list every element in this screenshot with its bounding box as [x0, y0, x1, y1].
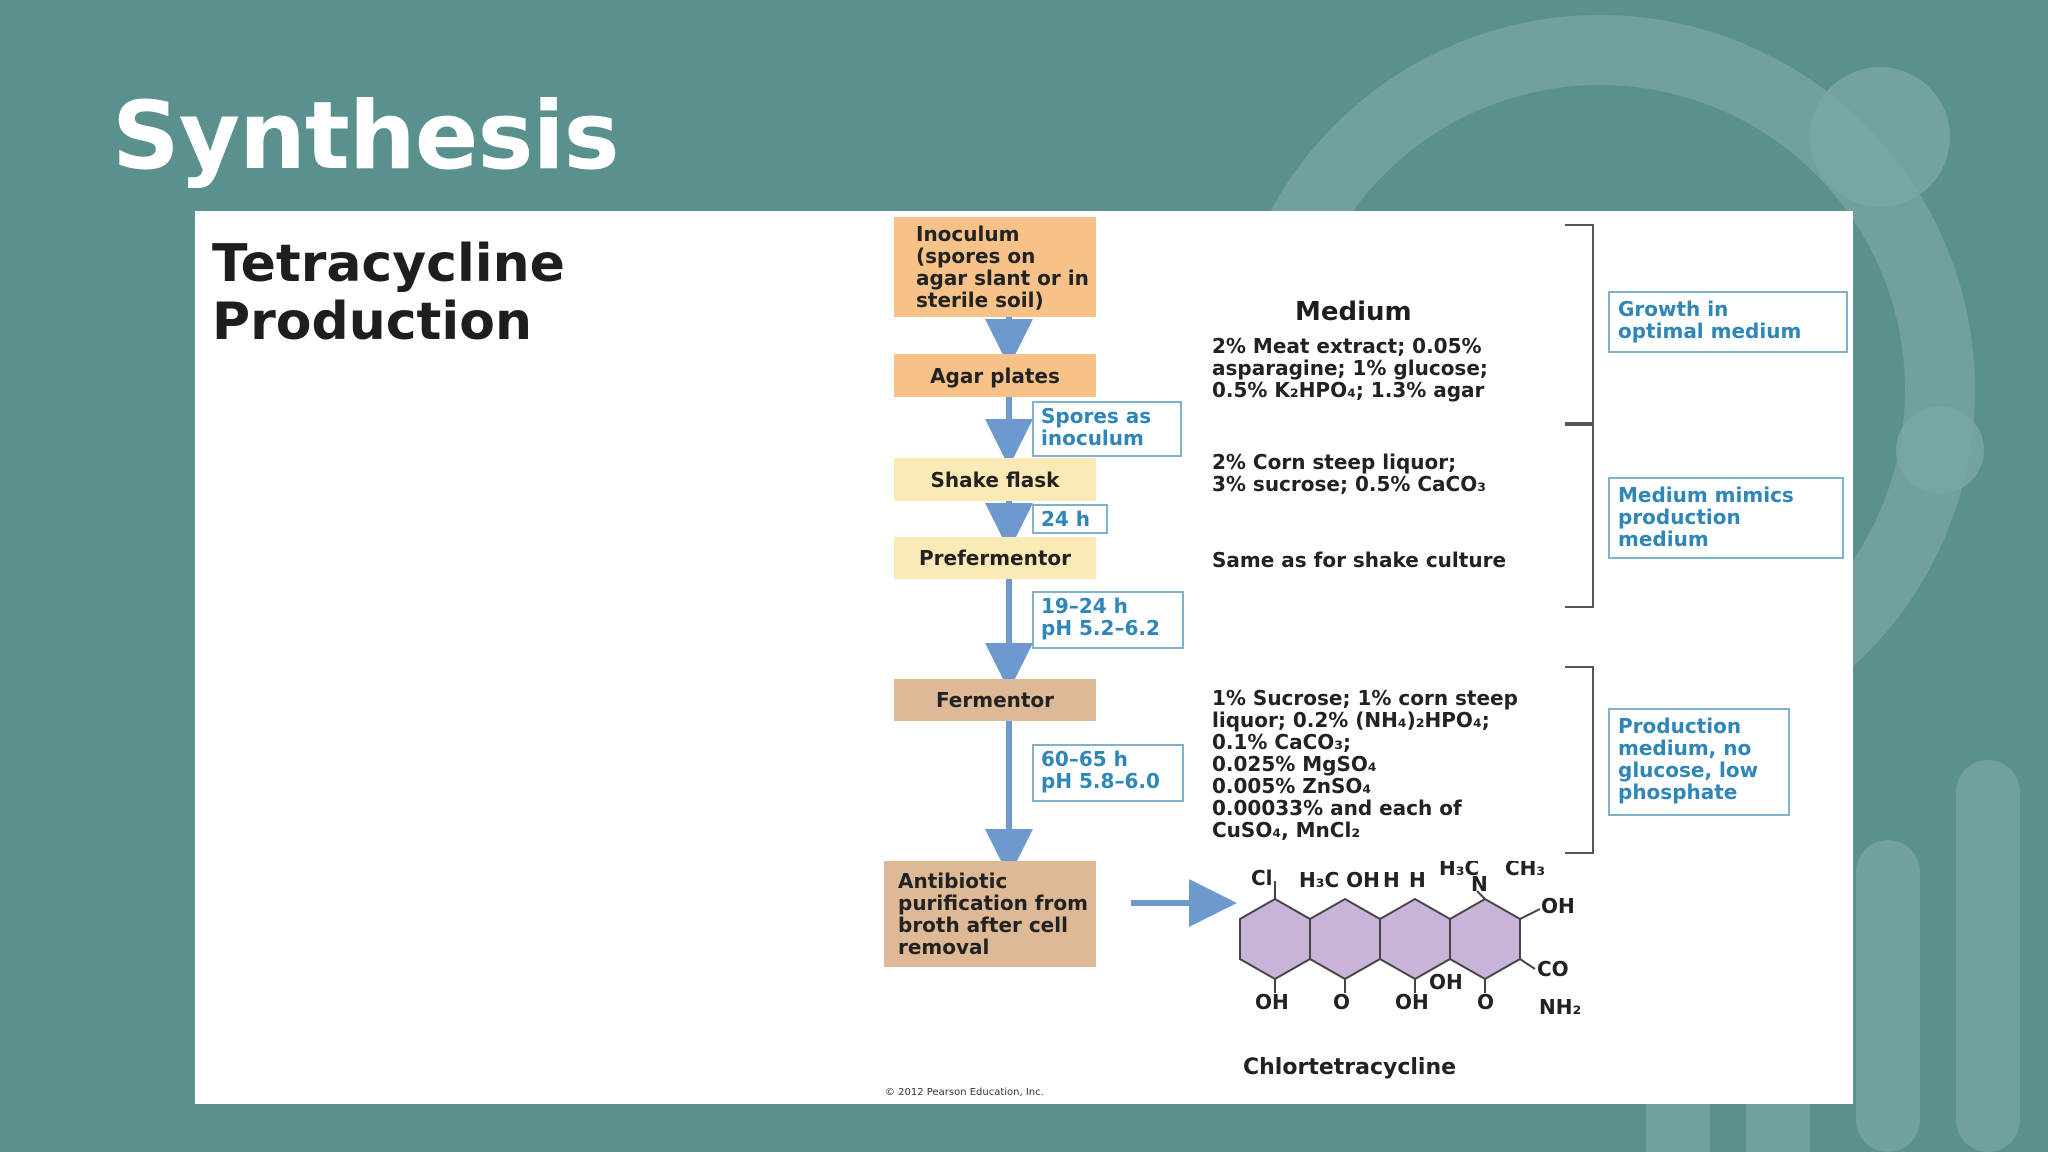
- medium-heading: Medium: [1295, 297, 1412, 327]
- step-prefermentor: Prefermentor: [894, 537, 1096, 579]
- label-cl: Cl: [1251, 866, 1273, 890]
- diagram-panel: Tetracycline Production Inoculum (spores…: [195, 211, 1853, 1104]
- label-oh-right: OH: [1541, 894, 1575, 918]
- step-agar-plates: Agar plates: [894, 354, 1096, 397]
- note-mimics: Medium mimics production medium: [1608, 477, 1844, 559]
- label-co: CO: [1537, 957, 1569, 981]
- tag-19-24h: 19–24 h pH 5.2–6.2: [1032, 591, 1184, 649]
- label-h2: H: [1409, 868, 1426, 892]
- label-ch3: CH₃: [1505, 861, 1545, 880]
- compound-name: Chlortetracycline: [1243, 1055, 1457, 1080]
- copyright-text: © 2012 Pearson Education, Inc.: [885, 1087, 1044, 1098]
- label-oh-bottom2: OH: [1395, 990, 1429, 1014]
- step-fermentor: Fermentor: [894, 679, 1096, 721]
- chlortetracycline-structure: Cl H₃C OH H H H₃C CH₃ N OH CO NH₂ OH O O…: [1239, 861, 1581, 1019]
- label-n: N: [1471, 872, 1488, 896]
- step-purification: Antibiotic purification from broth after…: [884, 861, 1096, 967]
- note-growth: Growth in optimal medium: [1608, 291, 1848, 353]
- medium-prefermentor: Same as for shake culture: [1212, 548, 1507, 572]
- tag-60-65h: 60–65 h pH 5.8–6.0: [1032, 744, 1184, 802]
- step-shake-flask: Shake flask: [894, 458, 1096, 501]
- label-o1: O: [1333, 990, 1350, 1014]
- step-inoculum: Inoculum (spores on agar slant or in ste…: [894, 217, 1096, 317]
- medium-fermentor: 1% Sucrose; 1% corn steep liquor; 0.2% (…: [1212, 686, 1518, 842]
- diagram-heading: Tetracycline Production: [212, 234, 565, 352]
- label-o2: O: [1477, 990, 1494, 1014]
- medium-agar: 2% Meat extract; 0.05% asparagine; 1% gl…: [1212, 334, 1488, 402]
- label-h1: H: [1383, 868, 1400, 892]
- slide-title: Synthesis: [112, 82, 620, 191]
- label-nh2: NH₂: [1539, 995, 1581, 1019]
- medium-shake-flask: 2% Corn steep liquor; 3% sucrose; 0.5% C…: [1212, 450, 1486, 496]
- note-production: Production medium, no glucose, low phosp…: [1608, 708, 1790, 816]
- tag-spores-inoculum: Spores as inoculum: [1032, 401, 1182, 457]
- label-oh-bottom1: OH: [1255, 990, 1289, 1014]
- label-oh-inner: OH: [1429, 970, 1463, 994]
- label-h3c-oh: H₃C OH: [1299, 868, 1380, 892]
- label-h3c: H₃C: [1439, 861, 1479, 880]
- tag-24h: 24 h: [1032, 504, 1108, 534]
